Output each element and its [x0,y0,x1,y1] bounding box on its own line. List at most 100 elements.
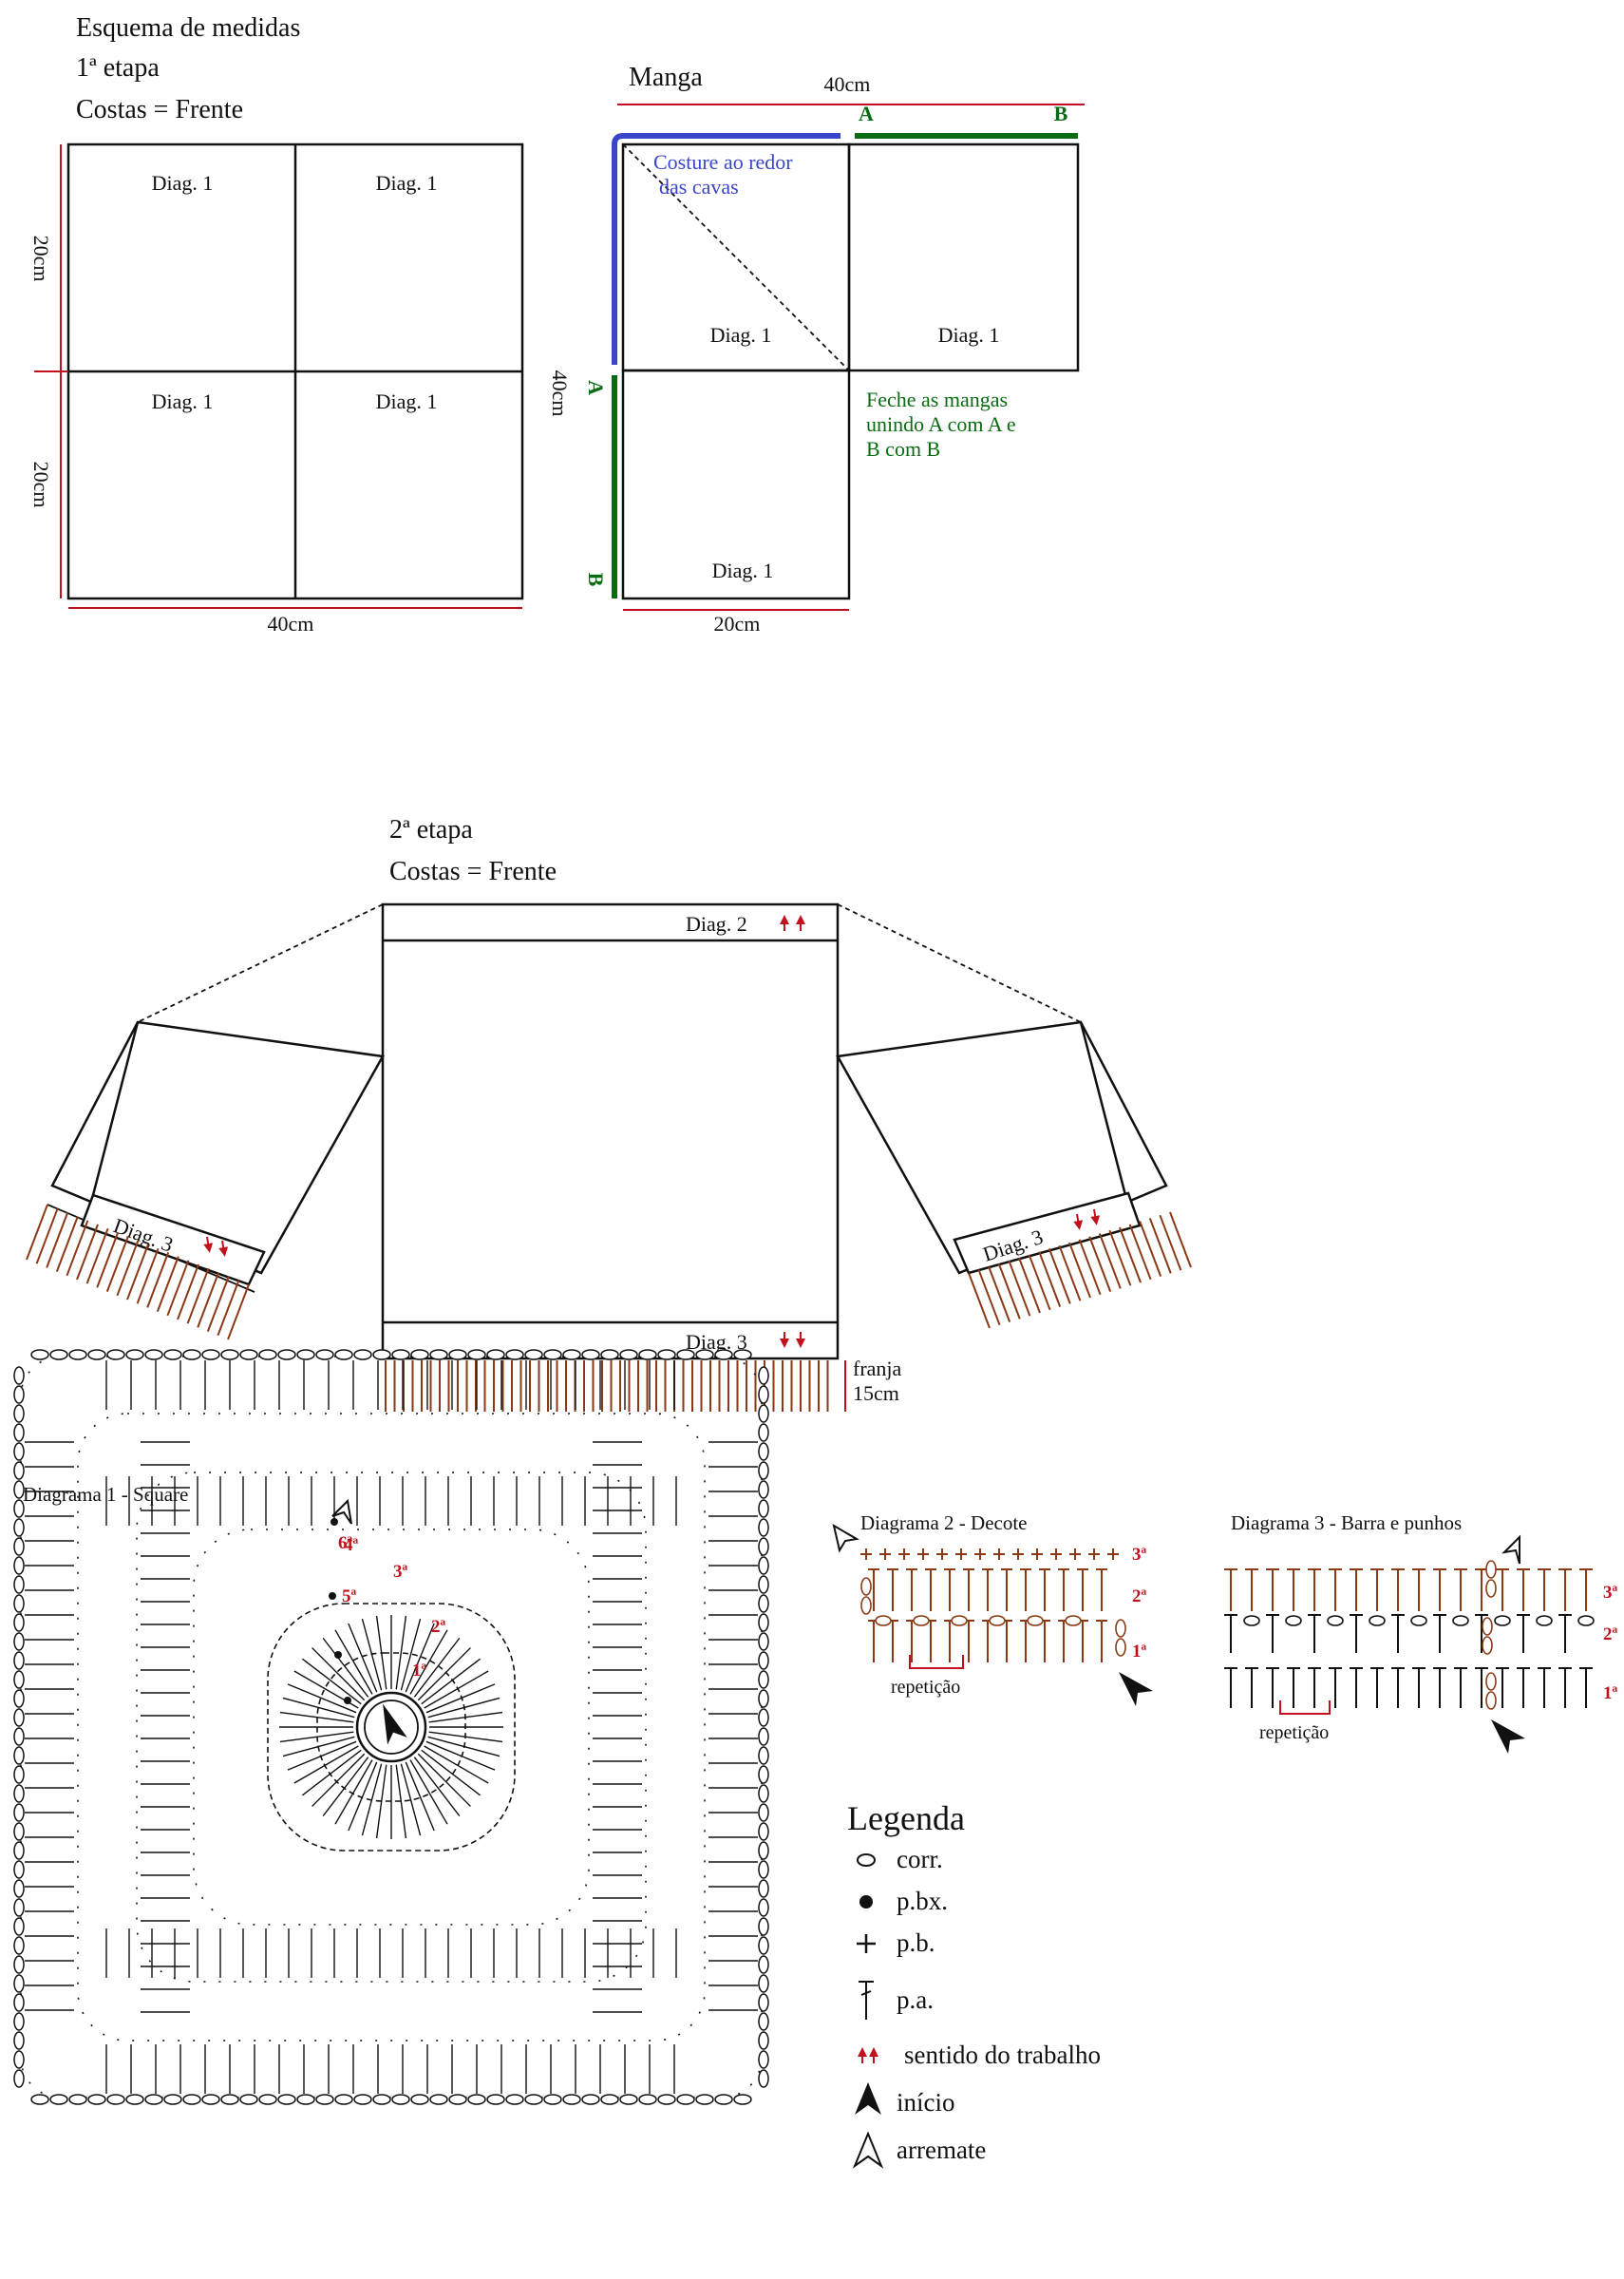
double-crochet-stitch [348,1761,378,1832]
chain-stitch [860,1577,872,1596]
double-crochet-stitch [334,1629,373,1695]
chain-stitch [758,1993,769,2012]
fringe-strand [1008,1260,1031,1317]
legend-label: início [897,2088,955,2117]
row-label: 2ª [1132,1586,1147,1606]
stitch-round [267,1603,516,1852]
legend-label: p.a. [897,1985,934,2014]
double-crochet-stitch [312,1647,366,1701]
chain-stitch [13,1784,25,1803]
chain-stitch [758,1689,769,1708]
square-label: Diag. 1 [376,171,438,195]
seam-note: Costure ao redor [653,150,793,174]
fringe-strand [1119,1226,1142,1283]
chain-stitch [758,1613,769,1632]
slip-stitch [344,1697,351,1704]
legend-title: Legenda [847,1799,965,1837]
start-arrow-icon [1491,1719,1525,1754]
chain-stitch [758,1499,769,1518]
double-crochet-stitch [395,1615,407,1690]
chain-stitch [1482,1617,1493,1636]
chain-stitch [619,1349,638,1360]
round-label: 5ª [342,1586,357,1606]
row-label: 3ª [1132,1545,1147,1565]
chain-stitch [1410,1615,1427,1626]
double-crochet-stitch [348,1623,378,1693]
double-crochet-stitch [322,1637,369,1698]
chain-stitch [13,1727,25,1746]
chain-stitch [13,1708,25,1727]
double-crochet-stitch [427,1736,500,1757]
legend-label: arremate [897,2136,986,2164]
chain-stitch [13,1803,25,1822]
chain-stitch [391,1349,410,1360]
chain-stitch [30,2094,49,2105]
chain-stitch [220,1349,239,1360]
legend-label: sentido do trabalho [904,2041,1101,2069]
seam-note: das cavas [659,175,739,199]
magic-ring [364,1700,419,1755]
fringe-strand [1058,1244,1082,1301]
chain-stitch [239,1349,258,1360]
fringe-strand [968,1272,991,1329]
square-label: Diag. 1 [938,323,1000,347]
fringe-strand [197,1272,220,1328]
chain-stitch [87,2094,106,2105]
chain-stitch [277,1349,296,1360]
double-crochet-icon [859,1981,874,2020]
chain-stitch [13,2012,25,2031]
chain-stitch [13,1822,25,1841]
shoulder-dashed-line [137,903,384,1023]
fringe-strand [988,1266,1011,1322]
stitch-round [193,1529,590,1926]
chain-stitch [1369,1615,1386,1626]
chain-stitch [951,1615,968,1626]
chain-stitch [106,2094,125,2105]
chain-stitch [13,1366,25,1385]
chain-stitch [1115,1619,1126,1638]
measure-height-top: 20cm [29,236,53,282]
chain-stitch [758,1974,769,1993]
fold-diagonal [622,143,850,371]
chain-stitch [163,2094,182,2105]
square-label: Diag. 1 [152,171,214,195]
sleeve-schematic: Manga 40cm Diag. 1 Diag. 1 Diag. 1 Costu… [548,63,1085,636]
chain-stitch [619,2094,638,2105]
chain-stitch [13,1917,25,1936]
chain-stitch [315,2094,334,2105]
square-label: Diag. 1 [710,323,772,347]
chain-stitch [144,2094,163,2105]
double-crochet-stitch [279,1711,354,1723]
fringe-strand [1098,1233,1122,1289]
chain-stitch [695,1349,714,1360]
chain-stitch [758,1936,769,1955]
double-crochet-stitch [301,1749,362,1796]
chain-stitch [353,2094,372,2105]
double-crochet-stitch [400,1618,422,1691]
chain-stitch [220,2094,239,2105]
chain-stitch [391,2094,410,2105]
repeat-label: repetição [891,1677,960,1698]
chain-stitch [758,1442,769,1461]
measure-width: 40cm [268,612,314,636]
stage1-schematic: Esquema de medidas 1ª etapa Costas = Fre… [29,13,524,636]
chain-stitch [277,2094,296,2105]
start-arrow-icon [855,2082,881,2115]
chain-stitch [543,1349,562,1360]
chain-stitch [733,2094,752,2105]
round-label: 3ª [393,1562,408,1582]
chain-stitch [1577,1615,1595,1626]
chain-stitch [758,1366,769,1385]
chain-stitch [13,2069,25,2088]
fringe-strand [136,1247,160,1304]
chain-stitch [1285,1615,1302,1626]
fasten-off-icon [1501,1534,1520,1565]
chain-stitch [315,1349,334,1360]
row-label: 1ª [1132,1642,1147,1662]
chain-stitch [1485,1579,1497,1598]
row-label: 2ª [1603,1624,1618,1644]
chain-stitch [758,1518,769,1537]
chain-stitch [201,1349,220,1360]
chain-stitch [13,1936,25,1955]
fringe-strand [46,1212,69,1268]
